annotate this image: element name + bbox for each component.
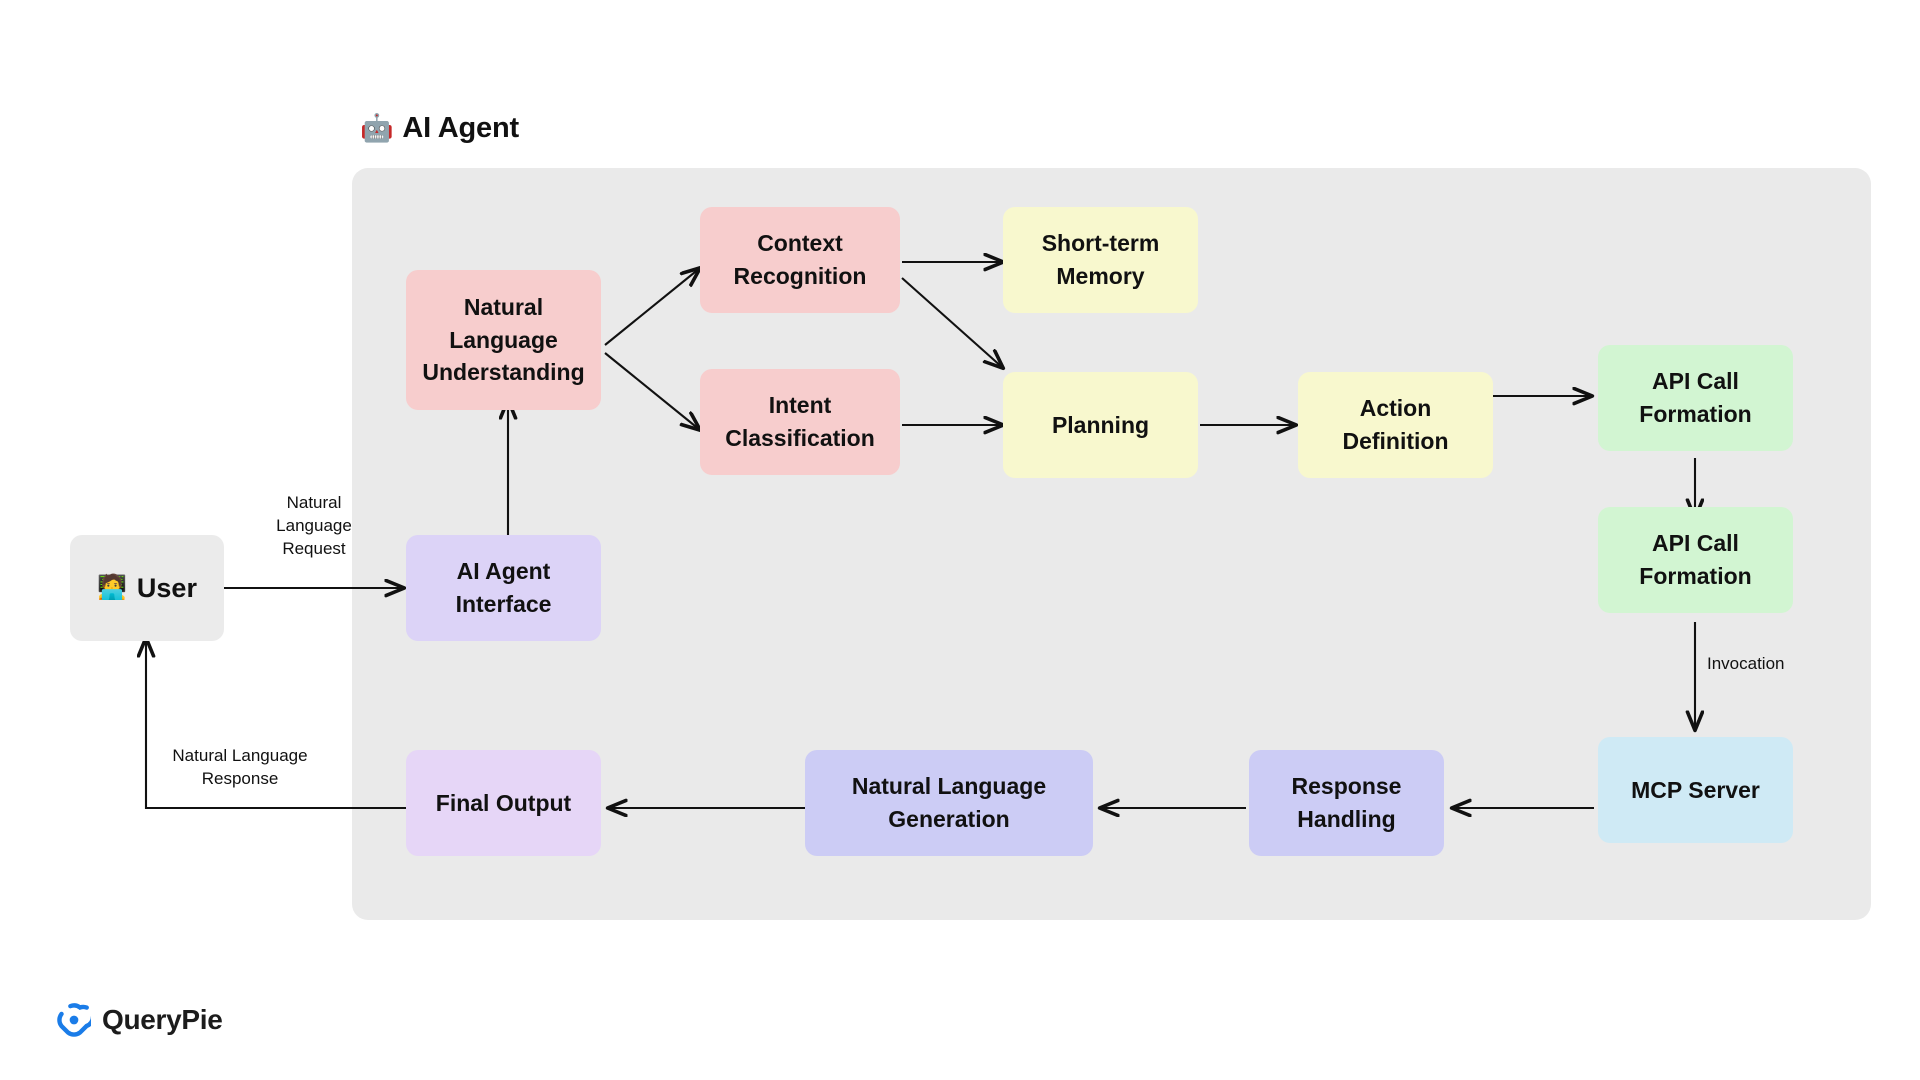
node-nlu-line2: Language bbox=[449, 326, 558, 353]
robot-icon: 🤖 bbox=[360, 113, 394, 143]
node-response-line1: Response bbox=[1291, 773, 1402, 800]
node-intent-line1: Intent bbox=[768, 392, 832, 419]
node-intent-line2: Classification bbox=[725, 425, 875, 451]
node-agent-interface-line2: Interface bbox=[455, 591, 552, 617]
node-intent-classification[interactable]: Intent Classification bbox=[700, 369, 900, 475]
node-user[interactable]: 🧑‍💻 User bbox=[70, 535, 224, 641]
node-api-call-formation-1[interactable]: API Call Formation bbox=[1598, 345, 1793, 451]
node-api1-line2: Formation bbox=[1639, 401, 1752, 427]
node-action-line1: Action bbox=[1359, 395, 1432, 422]
querypie-logo-icon bbox=[57, 1003, 91, 1037]
node-api2-line1: API Call bbox=[1652, 530, 1739, 557]
brand-logo: QueryPie bbox=[57, 1003, 223, 1037]
node-user-label: User bbox=[136, 572, 197, 603]
node-short-term-memory[interactable]: Short-term Memory bbox=[1003, 207, 1198, 313]
edge-label-invocation: Invocation bbox=[1707, 654, 1785, 673]
node-context-line1: Context bbox=[757, 230, 843, 257]
edge-label-natural-language-request: Natural Language Request bbox=[276, 493, 352, 558]
node-mcp-server[interactable]: MCP Server bbox=[1598, 737, 1793, 843]
node-mcp-line1: MCP Server bbox=[1631, 776, 1760, 803]
diagram-title: 🤖 AI Agent bbox=[360, 112, 519, 145]
diagram-title-text: AI Agent bbox=[402, 112, 519, 144]
node-agent-interface[interactable]: AI Agent Interface bbox=[406, 535, 601, 641]
node-nlg-line1: Natural Language bbox=[851, 773, 1047, 800]
edge-label-natural-language-response: Natural Language Response bbox=[172, 746, 308, 788]
node-final-output[interactable]: Final Output bbox=[406, 750, 601, 856]
brand-name: QueryPie bbox=[102, 1004, 223, 1035]
node-response-line2: Handling bbox=[1297, 806, 1396, 832]
node-api-call-formation-2[interactable]: API Call Formation bbox=[1598, 507, 1793, 613]
node-response-handling[interactable]: Response Handling bbox=[1249, 750, 1444, 856]
node-action-line2: Definition bbox=[1342, 428, 1449, 454]
node-api1-line1: API Call bbox=[1652, 368, 1739, 395]
node-api2-line2: Formation bbox=[1639, 563, 1752, 589]
node-nlg-line2: Generation bbox=[888, 806, 1010, 832]
node-memory-line2: Memory bbox=[1056, 263, 1145, 289]
user-icon: 🧑‍💻 bbox=[97, 574, 127, 601]
node-final-line1: Final Output bbox=[435, 789, 572, 816]
node-planning[interactable]: Planning bbox=[1003, 372, 1198, 478]
node-action-definition[interactable]: Action Definition bbox=[1298, 372, 1493, 478]
node-context-recognition[interactable]: Context Recognition bbox=[700, 207, 900, 313]
node-agent-interface-line1: AI Agent bbox=[456, 558, 551, 585]
node-nlu-line1: Natural bbox=[463, 294, 544, 321]
node-natural-language-understanding[interactable]: Natural Language Understanding bbox=[406, 270, 601, 410]
node-memory-line1: Short-term bbox=[1041, 230, 1160, 257]
node-context-line2: Recognition bbox=[733, 263, 867, 289]
node-nlu-line3: Understanding bbox=[422, 359, 585, 386]
node-planning-line1: Planning bbox=[1051, 411, 1150, 438]
node-natural-language-generation[interactable]: Natural Language Generation bbox=[805, 750, 1093, 856]
